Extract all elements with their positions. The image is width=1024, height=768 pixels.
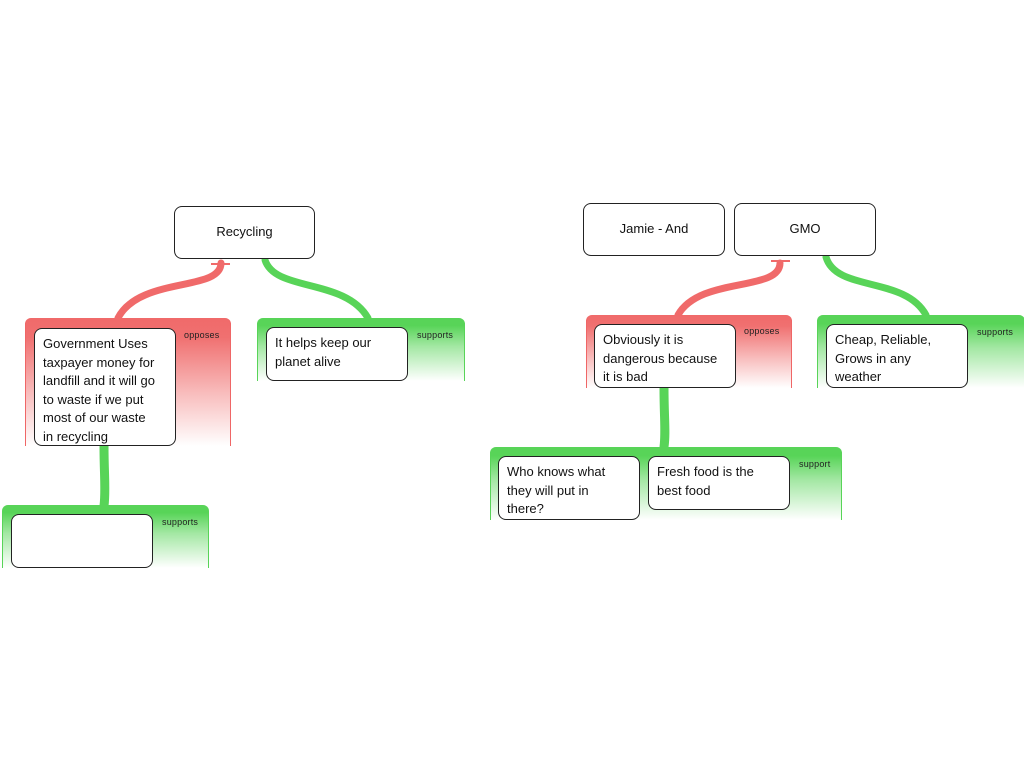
relation-label-opposes: opposes xyxy=(184,330,220,340)
claim-box-cheap[interactable]: Cheap, Reliable, Grows in any weather xyxy=(826,324,968,388)
claim-box-obviously[interactable]: Obviously it is dangerous because it is … xyxy=(594,324,736,388)
topic-box-recycling[interactable]: Recycling xyxy=(174,206,315,259)
author-label: Jamie - And xyxy=(619,221,689,237)
relation-label-opposes: opposes xyxy=(744,326,780,336)
connector-gmo-supports xyxy=(822,253,930,319)
claim-box-fresh-food[interactable]: Fresh food is the best food xyxy=(648,456,790,510)
topic-label: GMO xyxy=(789,221,821,237)
relation-label-support: support xyxy=(799,459,831,469)
topic-label: Recycling xyxy=(216,224,273,240)
connector-government-supports xyxy=(99,441,110,511)
claim-box-who-knows[interactable]: Who knows what they will put in there? xyxy=(498,456,640,520)
connector-recycling-supports xyxy=(261,256,372,322)
topic-box-gmo[interactable]: GMO xyxy=(734,203,876,256)
claim-box-planet[interactable]: It helps keep our planet alive xyxy=(266,327,408,381)
relation-label-supports: supports xyxy=(417,330,454,340)
claim-box-empty[interactable] xyxy=(11,514,153,568)
author-box[interactable]: Jamie - And xyxy=(583,203,725,256)
connector-gmo-opposes xyxy=(674,259,784,319)
relation-label-supports: supports xyxy=(162,517,199,527)
connector-obviously-support xyxy=(659,383,670,452)
connector-recycling-opposes xyxy=(114,259,225,322)
claim-box-government[interactable]: Government Uses taxpayer money for landf… xyxy=(34,328,176,446)
relation-label-supports: supports xyxy=(977,327,1014,337)
